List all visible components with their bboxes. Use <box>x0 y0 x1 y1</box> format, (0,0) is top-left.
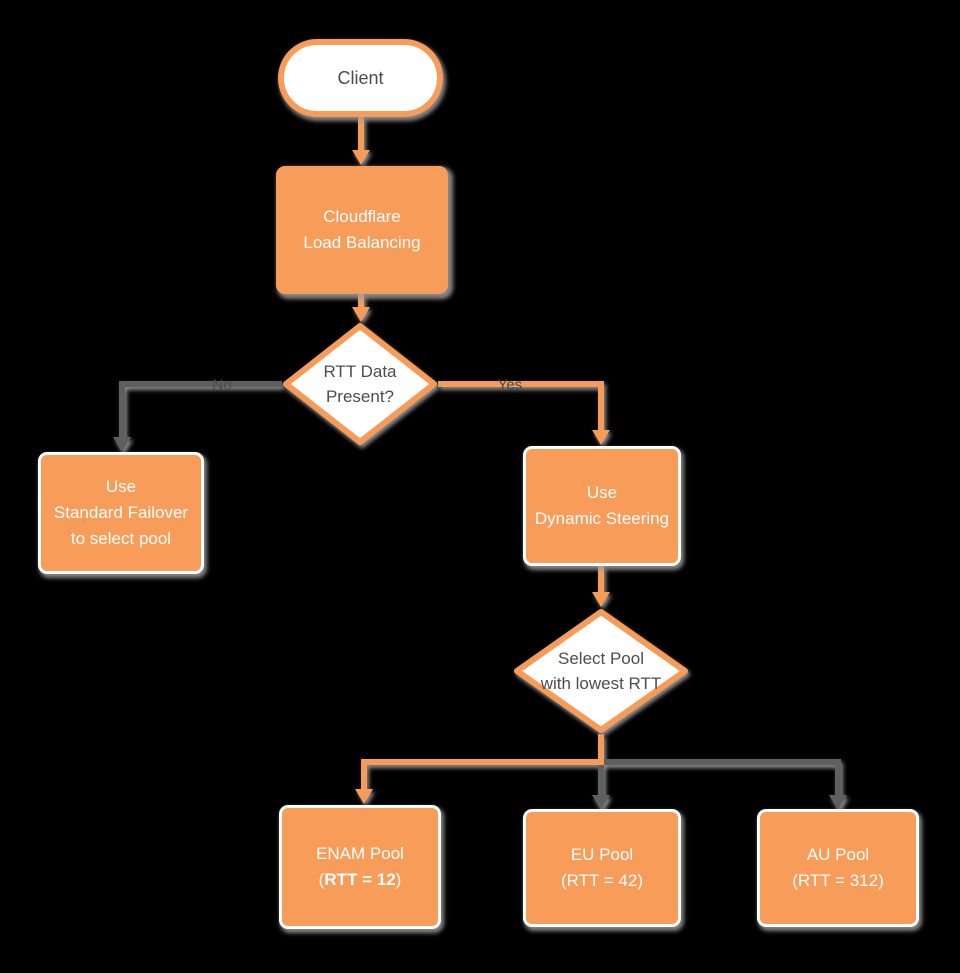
arrowhead-into-eu-pool <box>592 795 610 810</box>
node-standard-failover: Use Standard Failover to select pool <box>38 452 204 574</box>
rtt-decision-line1: RTT Data <box>323 362 397 381</box>
node-dynamic-steering: Use Dynamic Steering <box>523 446 681 566</box>
node-eu-pool: EU Pool (RTT = 42) <box>523 809 681 927</box>
load-balancer-line1: Cloudflare <box>323 207 401 226</box>
rtt-decision-line2: Present? <box>325 387 395 406</box>
edge-pool-decision-to-enam <box>361 734 604 790</box>
arrowhead-into-pool-decision <box>592 592 610 607</box>
arrowhead-into-rtt-decision <box>352 307 370 322</box>
arrowhead-into-dynamic-steering <box>592 430 610 445</box>
load-balancer-line2: Load Balancing <box>303 233 421 252</box>
eu-pool-line2: (RTT = 42) <box>560 871 644 890</box>
node-rtt-decision: RTT Data Present? <box>282 322 438 446</box>
arrowhead-into-load-balancer <box>352 150 370 165</box>
enam-pool-line2: (RTT = 12) <box>318 870 402 889</box>
au-pool-line1: AU Pool <box>806 845 870 864</box>
edge-pool-decision-to-au <box>601 759 841 796</box>
arrowhead-into-enam-pool <box>355 789 373 804</box>
edge-label-no: No <box>212 376 232 394</box>
enam-pool-rtt-bold: RTT = 12 <box>324 870 396 889</box>
node-enam-pool: ENAM Pool (RTT = 12) <box>279 805 441 929</box>
node-client: Client <box>278 39 443 117</box>
rtt-decision-shape <box>283 323 437 445</box>
dynamic-steering-line2: Dynamic Steering <box>534 509 670 528</box>
edge-label-yes: Yes <box>497 376 523 394</box>
eu-pool-line1: EU Pool <box>570 845 634 864</box>
pool-decision-line1: Select Pool <box>558 649 644 668</box>
arrowhead-into-au-pool <box>829 795 847 810</box>
pool-decision-shape <box>514 609 688 733</box>
node-au-pool: AU Pool (RTT = 312) <box>757 809 919 927</box>
pool-decision-line2: with lowest RTT <box>540 674 662 693</box>
node-load-balancer: Cloudflare Load Balancing <box>276 166 448 294</box>
arrowhead-into-standard-failover <box>113 437 131 452</box>
edge-rtt-yes-to-dynamic-steering <box>438 381 604 431</box>
node-pool-decision: Select Pool with lowest RTT <box>513 608 689 734</box>
enam-pool-line1: ENAM Pool <box>316 844 404 863</box>
standard-failover-line2: Standard Failover <box>53 503 189 522</box>
edge-rtt-no-to-standard-failover <box>119 381 282 438</box>
client-label: Client <box>337 67 384 88</box>
standard-failover-line3: to select pool <box>70 529 172 548</box>
standard-failover-line1: Use <box>105 477 137 496</box>
dynamic-steering-line1: Use <box>586 483 618 502</box>
au-pool-line2: (RTT = 312) <box>792 871 884 890</box>
